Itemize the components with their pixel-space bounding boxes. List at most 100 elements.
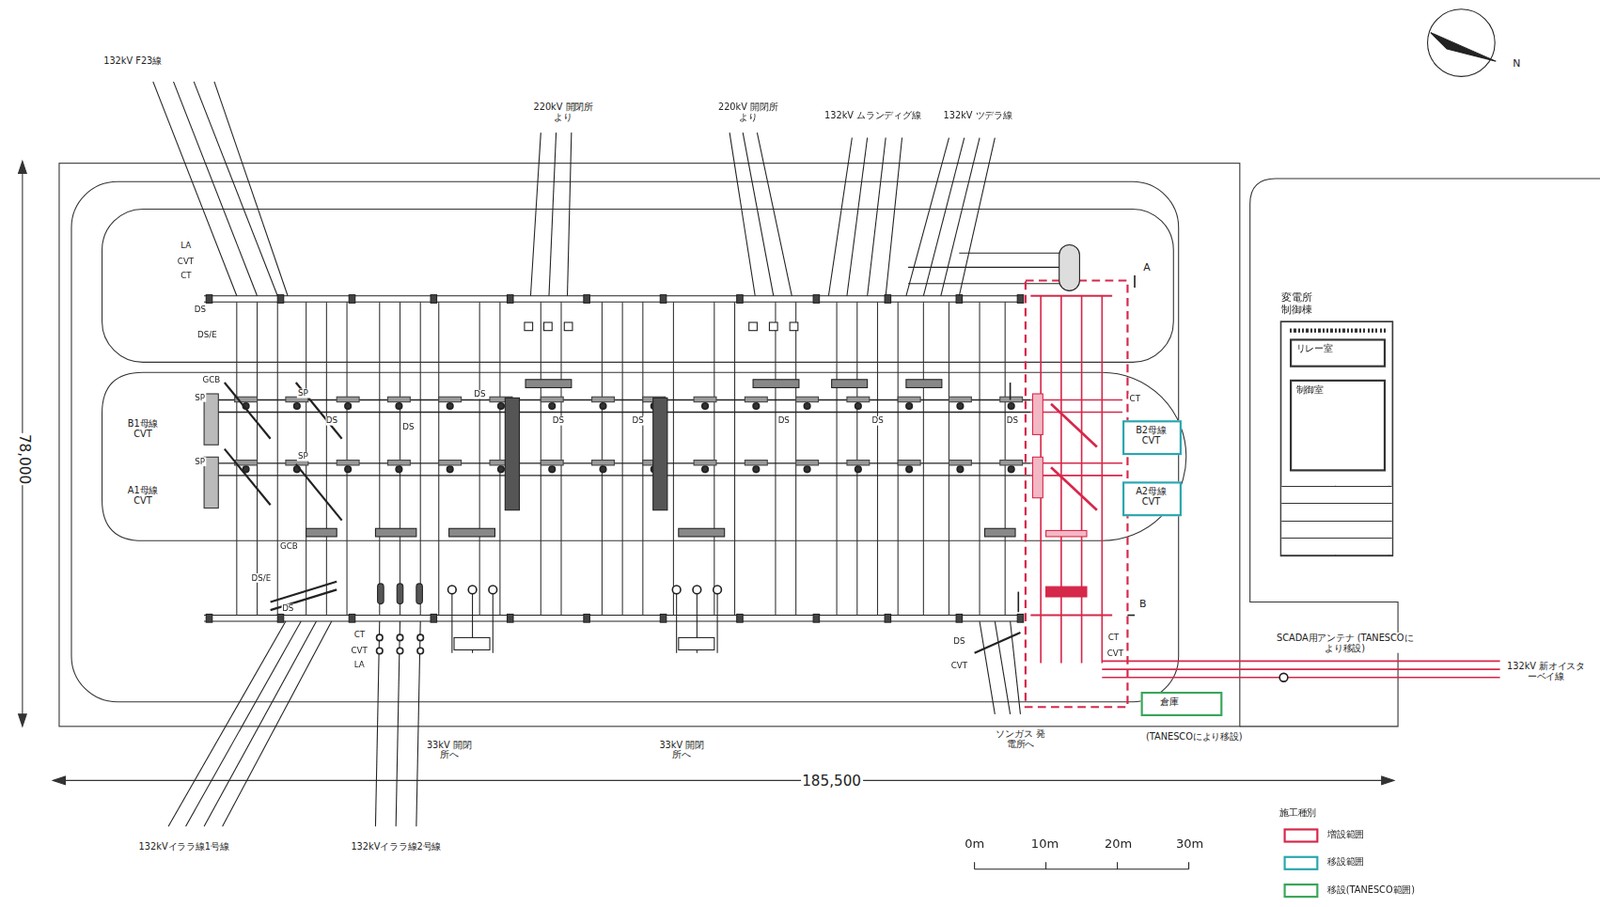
legend-text: 移設範囲: [1326, 857, 1365, 868]
bus-support: [336, 396, 360, 402]
switch-blade: [296, 464, 343, 521]
bay-conductor: [774, 301, 776, 615]
bus-conductor: [1030, 462, 1123, 465]
feeder-line: [530, 132, 541, 297]
gantry-column: [506, 613, 514, 623]
gantry-column: [884, 295, 892, 304]
bay-conductor: [540, 301, 542, 615]
bus-end-block: [203, 456, 219, 508]
feeder-line: [847, 138, 868, 297]
insulator-symbol: [524, 322, 534, 331]
bus-node: [1007, 466, 1015, 473]
equipment-tag: GCB: [279, 541, 299, 551]
gantry-column: [813, 613, 820, 623]
scale-bar: [974, 868, 1190, 870]
bus-support: [693, 460, 717, 466]
gantry-column: [583, 295, 591, 304]
cable-trench: [454, 637, 490, 650]
bay-conductor: [420, 301, 422, 615]
dimension-arrow: [18, 714, 28, 727]
room-box: 制御室: [1289, 379, 1386, 472]
box-label: A2母線 CVT: [1124, 484, 1177, 512]
equipment-tag: DS: [1005, 415, 1020, 425]
ct-symbol: [396, 634, 404, 642]
bus-node: [549, 403, 556, 410]
equipment-tag: SP: [193, 392, 206, 402]
equipment-tag: DS: [870, 415, 884, 425]
gantry-column: [430, 295, 438, 304]
bus-node: [395, 403, 403, 410]
feeder-line: [958, 252, 1062, 254]
bay-conductor: [560, 301, 562, 615]
feeder-line: [153, 81, 237, 297]
gantry-column: [430, 613, 438, 623]
section-marker: [1009, 382, 1012, 400]
bay-conductor: [326, 301, 328, 615]
legend-text: 増設範囲: [1326, 829, 1365, 840]
text-label: 132kV 新オイスターベイ線: [1503, 660, 1589, 682]
equipment-block: [449, 528, 496, 537]
bus-node: [855, 466, 863, 473]
bay-conductor: [642, 301, 644, 615]
bay-conductor: [378, 301, 380, 615]
equipment-tag: GCB: [201, 375, 221, 385]
feeder-line: [222, 621, 332, 827]
panel-row: [1289, 329, 1386, 333]
feeder-line: [958, 138, 995, 297]
switch-blade: [224, 449, 271, 506]
text-label: B1母線 CVT: [121, 417, 165, 439]
gantry-column: [277, 295, 284, 304]
bay-conductor: [1060, 296, 1063, 664]
bus-node: [803, 403, 811, 410]
extension-area: [1025, 281, 1129, 708]
compass-circle: [1427, 9, 1496, 78]
text-label: 185,500: [800, 772, 863, 789]
cvt-symbol: [396, 647, 404, 655]
bus-coupler: [653, 397, 668, 510]
feeder-line: [906, 138, 950, 297]
equipment-tag: CT: [1129, 392, 1143, 403]
equipment-tag: CVT: [1106, 648, 1125, 659]
bus-node: [906, 403, 913, 410]
bus-support: [693, 396, 717, 402]
building-heading: 変電所 制御棟: [1281, 291, 1322, 315]
bus-node: [294, 403, 301, 410]
bus-node: [752, 403, 760, 410]
cable-head: [448, 585, 457, 595]
bay-conductor: [1004, 301, 1006, 615]
equipment-block: [375, 528, 416, 537]
dimension-line: [57, 780, 1391, 782]
feeder-line: [214, 81, 288, 297]
text-label: (TANESCOにより移設): [1145, 731, 1244, 742]
bay-conductor: [479, 301, 481, 615]
bus-node: [446, 403, 454, 410]
bay-conductor: [399, 301, 401, 615]
text-label: 132kV ツデラ線: [941, 109, 1013, 121]
text-label: N: [1511, 57, 1522, 69]
scale-tick: [1116, 862, 1118, 870]
scale-tick: [1188, 862, 1190, 870]
gantry-column: [1017, 295, 1024, 304]
feeder-line: [193, 81, 278, 297]
feeder-line: [908, 282, 1062, 284]
equipment-block: [984, 528, 1016, 537]
section-marker: [1127, 614, 1135, 617]
gantry-column: [737, 613, 744, 623]
road-island: [102, 209, 1175, 363]
bus-node: [906, 466, 913, 473]
bus-node: [803, 466, 811, 473]
bay-conductor: [346, 301, 348, 615]
bus-conductor: [203, 411, 1031, 413]
equipment-tag: DS/E: [196, 329, 219, 340]
bus-node: [752, 466, 760, 473]
bay-conductor: [673, 301, 675, 615]
bay-conductor: [256, 301, 258, 615]
bus-support: [744, 396, 768, 402]
bay-conductor: [836, 301, 838, 615]
insulator-symbol: [749, 322, 758, 331]
switch-blade: [1050, 404, 1098, 448]
feeder-line: [451, 594, 453, 654]
insulator-symbol: [544, 322, 553, 331]
bus-support: [796, 460, 819, 466]
bay-conductor: [897, 301, 899, 615]
